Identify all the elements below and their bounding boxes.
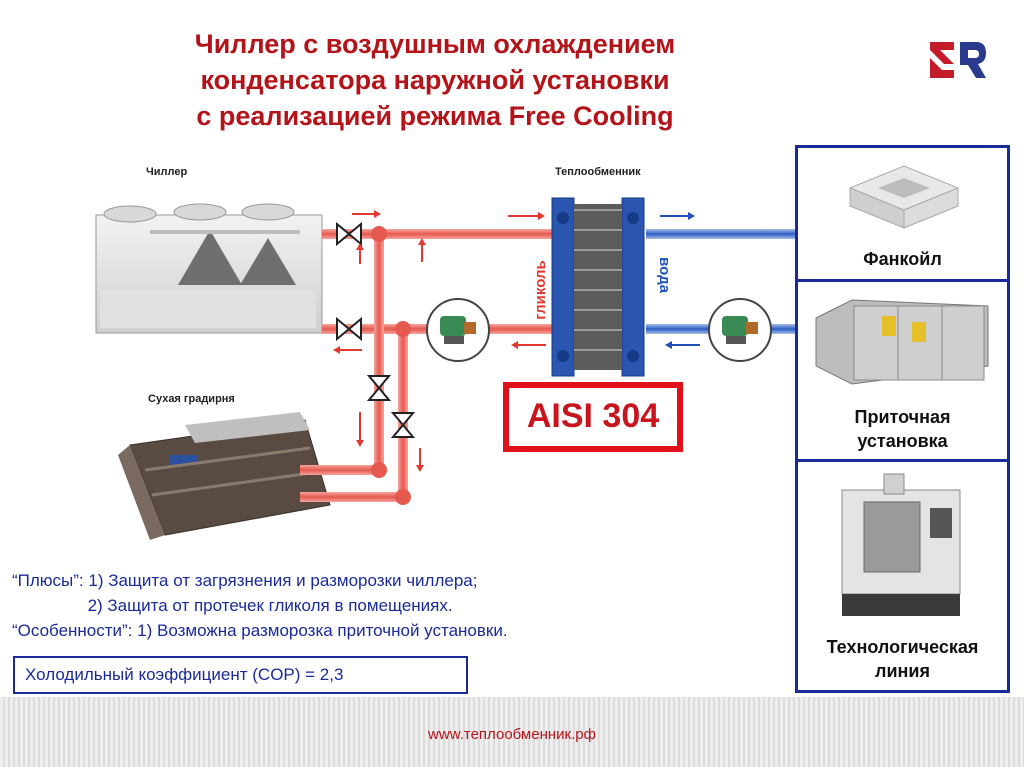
pump-icon[interactable]: [426, 298, 490, 362]
consumers-panel: Фанкойл Приточная установка Технологичес…: [795, 145, 1010, 693]
note-line-1: “Плюсы”: 1) Защита от загрязнения и разм…: [12, 571, 478, 590]
page-title: Чиллер с воздушным охлаждением конденсат…: [60, 26, 810, 134]
fancoil-image: [848, 165, 960, 229]
footer-bar: [0, 697, 1024, 767]
fancoil-cell: Фанкойл: [798, 148, 1007, 282]
material-badge: AISI 304: [503, 382, 683, 452]
dry-cooler-unit: [118, 412, 331, 540]
valve-icon[interactable]: [336, 221, 362, 247]
title-line-3: с реализацией режима Free Cooling: [196, 101, 674, 131]
glycol-piping: [300, 226, 554, 505]
footer-url[interactable]: www.теплообменник.рф: [428, 726, 596, 743]
air-handling-unit-image: [815, 299, 989, 385]
ahu-cell: Приточная установка: [798, 282, 1007, 462]
title-line-2: конденсатора наружной установки: [200, 65, 670, 95]
process-label-line2: линия: [875, 661, 930, 681]
machine-tool-image: [841, 473, 961, 616]
chiller-label: Чиллер: [146, 166, 188, 178]
heat-exchanger-label: Теплообменник: [555, 166, 641, 178]
dry-cooler-label: Сухая градирня: [148, 393, 235, 405]
valve-icon[interactable]: [366, 375, 392, 401]
notes-block: “Плюсы”: 1) Защита от загрязнения и разм…: [12, 568, 508, 643]
valve-icon[interactable]: [390, 412, 416, 438]
cop-box: Холодильный коэффициент (COP) = 2,3: [13, 656, 468, 694]
ahu-label-line2: установка: [857, 431, 948, 451]
heat-exchanger: [551, 197, 645, 377]
process-line-cell: Технологическая линия: [798, 462, 1007, 690]
pump-icon[interactable]: [708, 298, 772, 362]
free-cooling-diagram: гликоль вода: [95, 197, 796, 540]
process-label-line1: Технологическая: [826, 637, 979, 657]
note-line-3: “Особенности”: 1) Возможна разморозка пр…: [12, 621, 508, 640]
water-label: вода: [656, 257, 673, 294]
title-line-1: Чиллер с воздушным охлаждением: [194, 29, 676, 59]
er-logo-icon: [930, 42, 986, 78]
glycol-label: гликоль: [532, 260, 549, 319]
valve-icon[interactable]: [336, 316, 362, 342]
flow-arrow-icon: [333, 210, 700, 472]
ahu-label-line1: Приточная: [854, 407, 951, 427]
chiller-unit: [95, 203, 323, 334]
note-line-2: 2) Защита от протечек гликоля в помещени…: [12, 596, 453, 615]
fancoil-label: Фанкойл: [863, 249, 942, 269]
